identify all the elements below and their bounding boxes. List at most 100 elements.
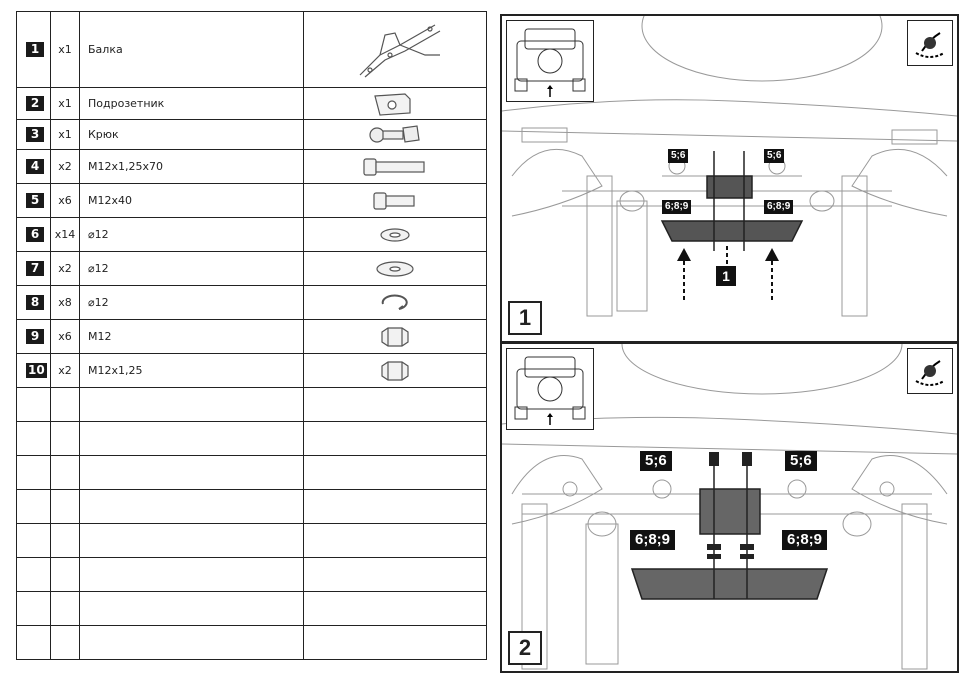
part-quantity <box>50 387 80 422</box>
step-1-illustration <box>502 16 957 317</box>
part-image-cell <box>303 489 487 524</box>
part-name: Балка <box>79 11 304 88</box>
parts-row-empty <box>16 557 487 592</box>
part-number-cell: 9 <box>16 319 51 354</box>
part-image-cell <box>303 455 487 490</box>
parts-row: 7 x2⌀12 <box>16 251 487 286</box>
part-number-badge: 6 <box>26 227 44 242</box>
flat-washer-icon <box>304 225 486 245</box>
part-number-cell <box>16 625 51 660</box>
part-number-cell: 1 <box>16 11 51 88</box>
part-number-cell <box>16 591 51 626</box>
part-name <box>79 421 304 456</box>
step-1-panel: 5;6 5;6 6;8;9 6;8;9 1 1 <box>500 14 959 343</box>
part-name <box>79 625 304 660</box>
part-image-cell <box>303 319 487 354</box>
part-quantity <box>50 489 80 524</box>
part-name: ⌀12 <box>79 285 304 320</box>
part-number-cell <box>16 455 51 490</box>
callout-washer-set-right: 6;8;9 <box>764 200 794 214</box>
part-image-cell <box>303 557 487 592</box>
part-name <box>79 489 304 524</box>
part-number-badge: 1 <box>26 42 44 57</box>
part-number-cell: 7 <box>16 251 51 286</box>
part-quantity: x2 <box>50 251 80 286</box>
part-number-badge: 3 <box>26 127 44 142</box>
part-quantity: x2 <box>50 353 80 388</box>
part-number-cell: 2 <box>16 87 51 120</box>
parts-row-empty <box>16 625 487 660</box>
beam-icon <box>304 15 486 85</box>
part-quantity: x1 <box>50 11 80 88</box>
part-number-cell <box>16 557 51 592</box>
callout-washer-set-left: 6;8;9 <box>630 530 676 550</box>
callout-bolt-set-right: 5;6 <box>785 451 817 471</box>
part-number-badge: 2 <box>26 96 44 111</box>
part-number-badge: 8 <box>26 295 44 310</box>
parts-row-empty <box>16 591 487 626</box>
step-number-2: 2 <box>508 631 542 665</box>
part-name: ⌀12 <box>79 251 304 286</box>
part-image-cell <box>303 285 487 320</box>
part-name: M12x40 <box>79 183 304 218</box>
part-name: M12 <box>79 319 304 354</box>
step-2-panel: 5;6 5;6 6;8;9 6;8;9 2 <box>500 342 959 673</box>
part-name <box>79 557 304 592</box>
part-name: Крюк <box>79 119 304 150</box>
tool-box <box>907 20 953 66</box>
part-quantity: x8 <box>50 285 80 320</box>
part-quantity: x1 <box>50 87 80 120</box>
part-quantity: x6 <box>50 319 80 354</box>
parts-row-empty <box>16 455 487 490</box>
part-quantity <box>50 591 80 626</box>
parts-row-empty <box>16 387 487 422</box>
part-quantity <box>50 523 80 558</box>
part-image-cell <box>303 523 487 558</box>
part-number-cell: 6 <box>16 217 51 252</box>
part-quantity <box>50 625 80 660</box>
part-name <box>79 455 304 490</box>
part-image-cell <box>303 387 487 422</box>
part-name <box>79 523 304 558</box>
parts-row-empty <box>16 523 487 558</box>
torque-wrench-icon <box>915 32 945 58</box>
part-quantity: x2 <box>50 149 80 184</box>
nut-icon <box>304 326 486 348</box>
part-image-cell <box>303 87 487 120</box>
nut-icon <box>304 360 486 382</box>
part-image-cell <box>303 183 487 218</box>
part-number-cell <box>16 421 51 456</box>
part-number-badge: 7 <box>26 261 44 276</box>
part-number-cell: 5 <box>16 183 51 218</box>
part-image-cell <box>303 353 487 388</box>
part-quantity: x14 <box>50 217 80 252</box>
part-name <box>79 591 304 626</box>
part-name: Подрозетник <box>79 87 304 120</box>
part-name: M12x1,25 <box>79 353 304 388</box>
socket-plate-icon <box>304 91 486 117</box>
part-image-cell <box>303 149 487 184</box>
part-number-cell: 4 <box>16 149 51 184</box>
tool-box <box>907 348 953 394</box>
part-image-cell <box>303 251 487 286</box>
callout-washer-set-left: 6;8;9 <box>662 200 692 214</box>
hook-icon <box>304 122 486 148</box>
callout-bolt-set-right: 5;6 <box>764 149 785 163</box>
part-number-cell <box>16 523 51 558</box>
part-quantity: x6 <box>50 183 80 218</box>
step-2-illustration <box>502 344 957 670</box>
large-washer-icon <box>304 259 486 279</box>
callout-washer-set-right: 6;8;9 <box>782 530 828 550</box>
part-image-cell <box>303 591 487 626</box>
part-image-cell <box>303 11 487 88</box>
part-image-cell <box>303 119 487 150</box>
callout-bolt-set-left: 5;6 <box>668 149 689 163</box>
